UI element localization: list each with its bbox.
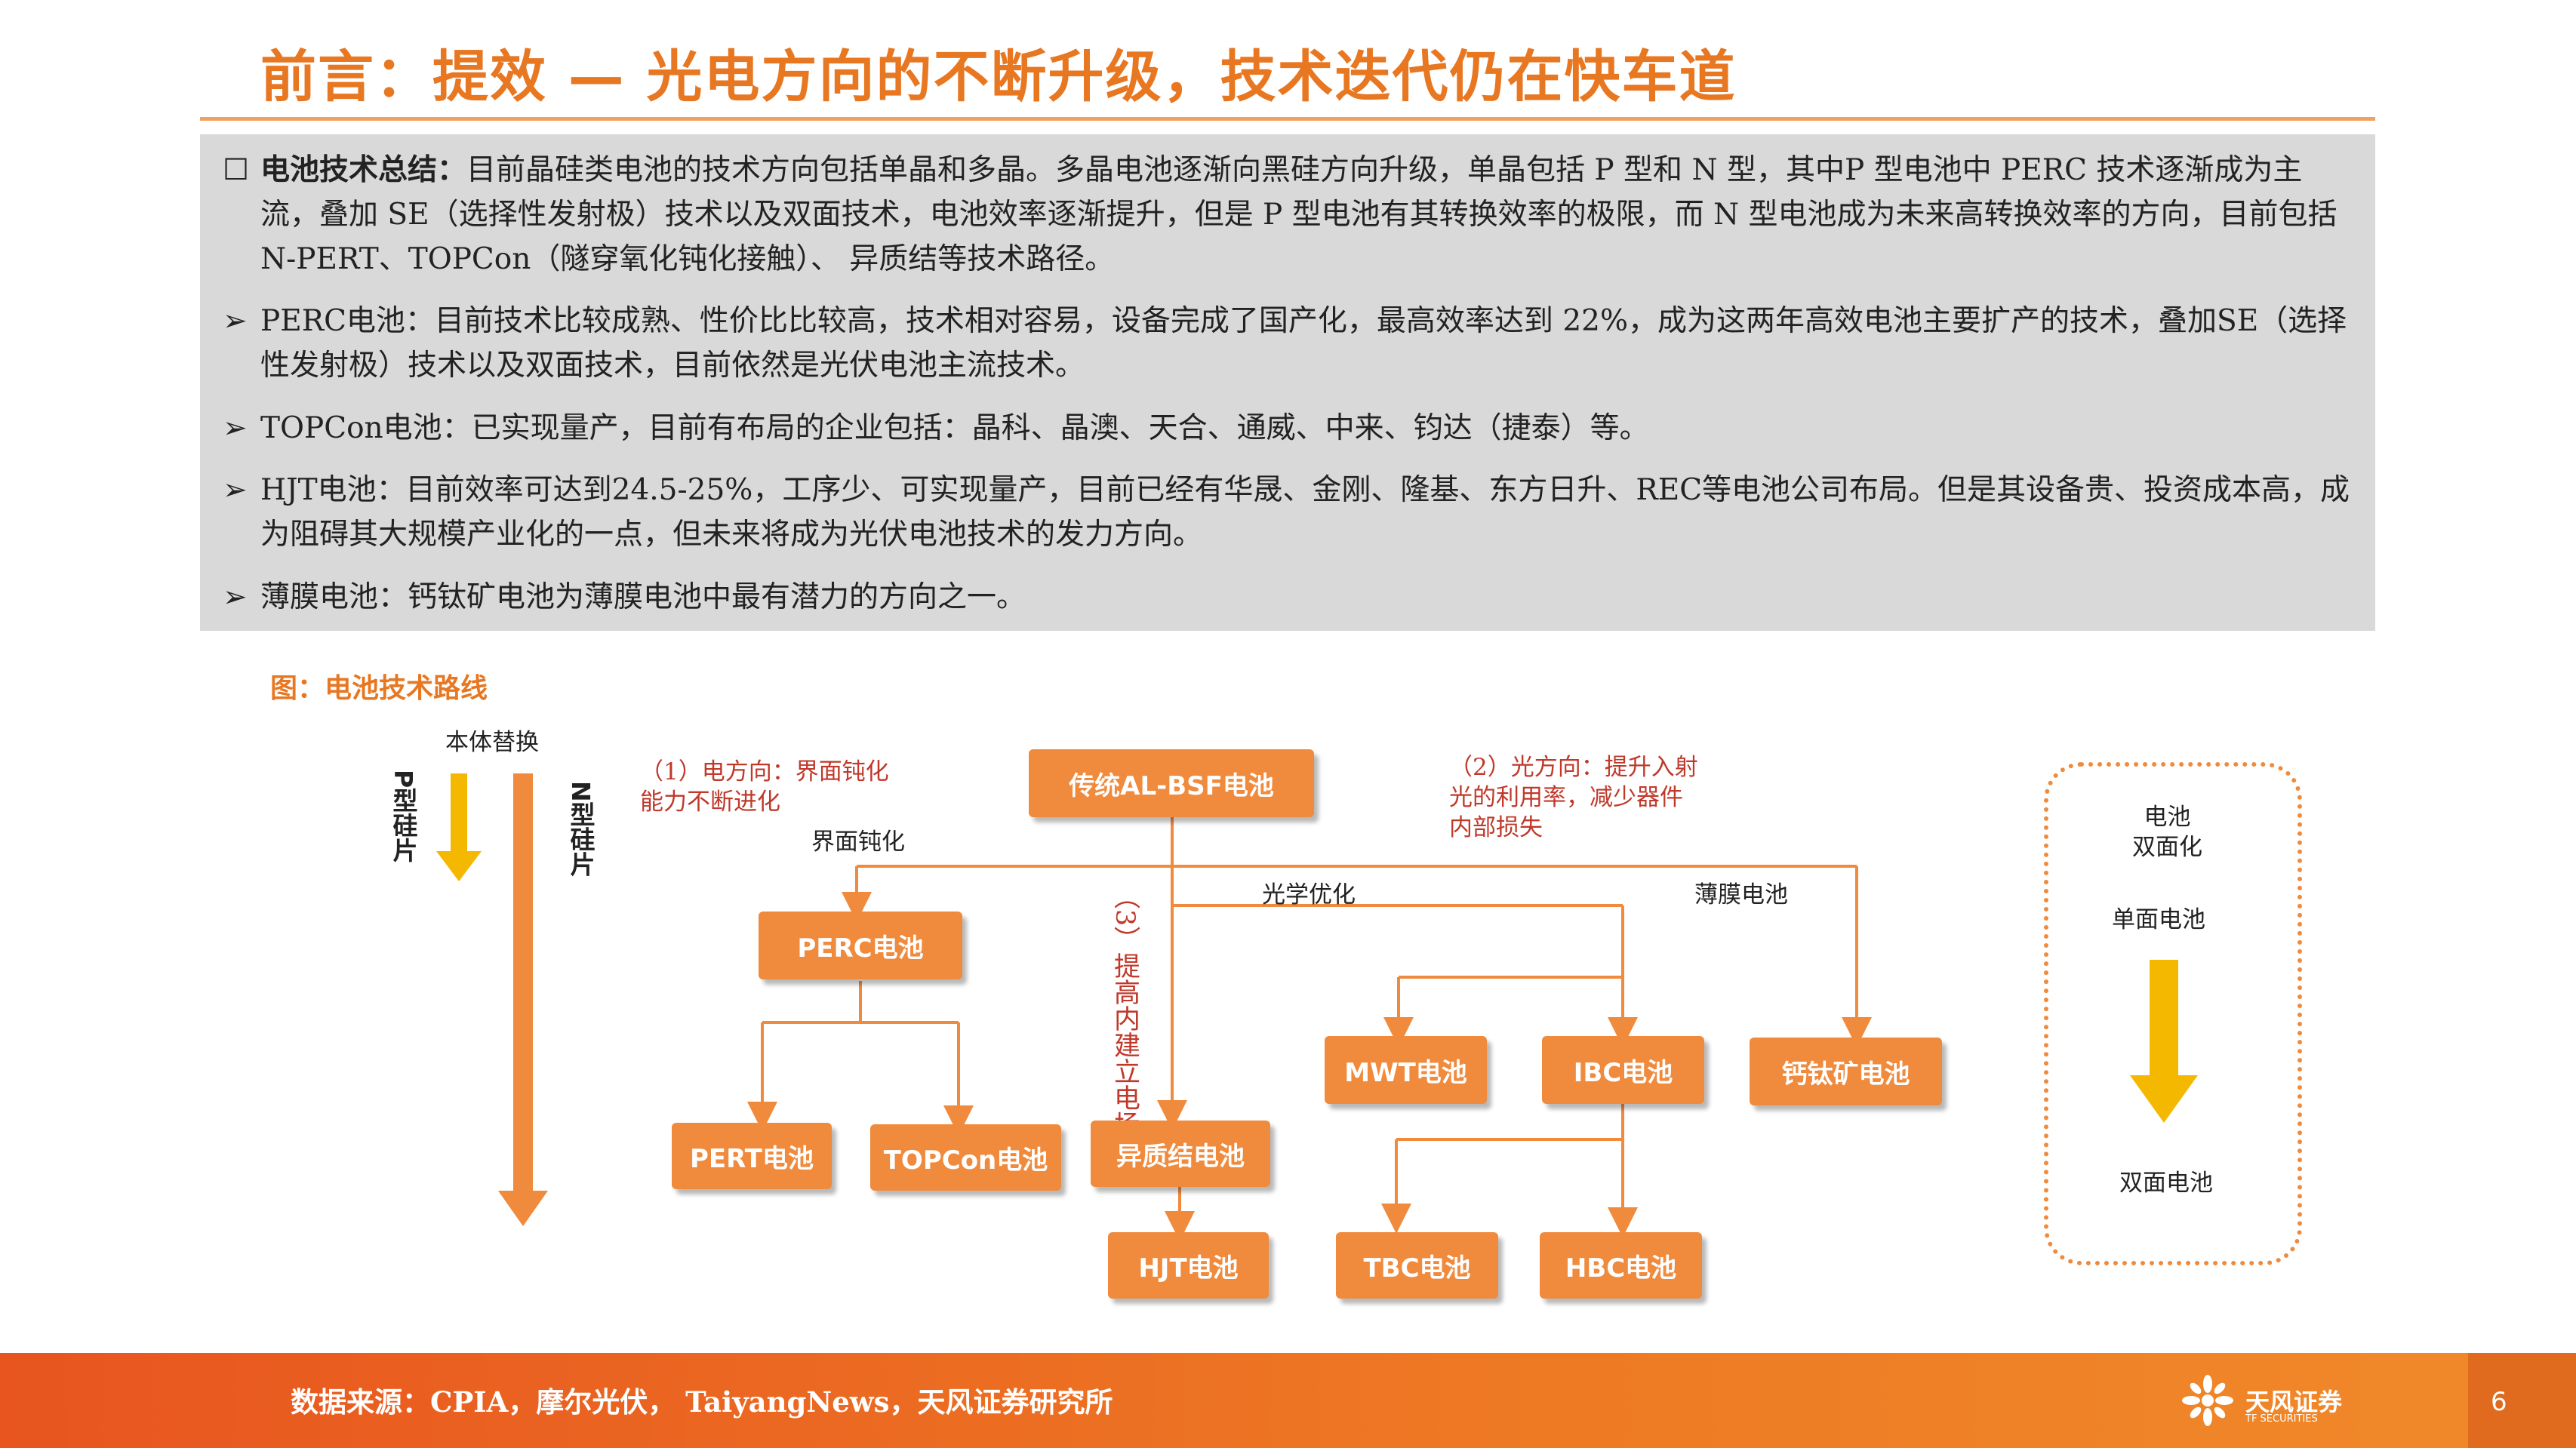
hbc-box: HBC电池	[1540, 1232, 1702, 1299]
p-type-wafer-label: P型硅片	[389, 770, 418, 863]
direction1-annotation: （1）电方向：界面钝化 能力不断进化	[640, 758, 889, 816]
checkbox-icon: ☐	[223, 153, 249, 187]
summary-intro: ☐ 电池技术总结：目前晶硅类电池的技术方向包括单晶和多晶。多晶电池逐渐向黑硅方向…	[223, 148, 2359, 281]
page-number-box	[2468, 1353, 2576, 1448]
brand-name: 天风证券	[2245, 1388, 2343, 1416]
monofacial-label: 单面电池	[2112, 906, 2205, 933]
direction3-annotation: （3）提高内建立电场	[1109, 883, 1140, 1138]
n-type-wafer-label: N型硅片	[566, 781, 596, 877]
bifacial-title: 电池 双面化	[2132, 804, 2202, 861]
bullet-thinfilm: ➢ 薄膜电池：钙钛矿电池为薄膜电池中最有潜力的方向之一。	[223, 575, 2359, 619]
summary-panel	[200, 134, 2375, 631]
optical-optimization-label: 光学优化	[1262, 881, 1356, 908]
bullet-topcon: ➢ TOPCon电池：已实现量产，目前有布局的企业包括：晶科、晶澳、天合、通威、…	[223, 406, 2359, 450]
tbc-box: TBC电池	[1336, 1232, 1498, 1299]
thin-film-label: 薄膜电池	[1694, 881, 1788, 908]
bullet-text: 薄膜电池：钙钛矿电池为薄膜电池中最有潜力的方向之一。	[260, 580, 1026, 614]
ibc-box: IBC电池	[1542, 1036, 1704, 1104]
figure-caption: 图：电池技术路线	[270, 673, 488, 704]
bifacial-label: 双面电池	[2119, 1170, 2213, 1197]
perovskite-box: 钙钛矿电池	[1750, 1038, 1942, 1105]
mwt-box: MWT电池	[1325, 1036, 1487, 1104]
pert-box: PERT电池	[672, 1123, 832, 1189]
heterojunction-box: 异质结电池	[1091, 1121, 1270, 1187]
al-bsf-box: 传统AL-BSF电池	[1029, 749, 1314, 817]
data-source: 数据来源：CPIA，摩尔光伏， TaiyangNews，天风证券研究所	[291, 1385, 1113, 1419]
footer-bar: 数据来源：CPIA，摩尔光伏， TaiyangNews，天风证券研究所 天风证券…	[0, 1353, 2576, 1448]
arrow-bullet-icon: ➢	[223, 580, 248, 614]
bifacial-panel	[2044, 762, 2302, 1265]
hjt-box: HJT电池	[1108, 1232, 1269, 1299]
page-title: 前言：提效 — 光电方向的不断升级，技术迭代仍在快车道	[260, 45, 1737, 109]
arrow-bullet-icon: ➢	[223, 411, 248, 445]
title-divider	[200, 117, 2375, 121]
summary-intro-text: 目前晶硅类电池的技术方向包括单晶和多晶。多晶电池逐渐向黑硅方向升级，单晶包括 P…	[260, 153, 2337, 276]
tf-securities-logo-icon	[2182, 1375, 2233, 1426]
summary-heading: 电池技术总结：	[260, 153, 467, 187]
page-number: 6	[2491, 1387, 2507, 1417]
perc-box: PERC电池	[759, 912, 962, 979]
body-replace-label: 本体替换	[445, 729, 539, 756]
interface-passivation-label: 界面钝化	[811, 829, 905, 856]
bullet-hjt: ➢ HJT电池：目前效率可达到24.5-25%，工序少、可实现量产，目前已经有华…	[223, 468, 2359, 557]
bullet-perc: ➢ PERC电池：目前技术比较成熟、性价比比较高，技术相对容易，设备完成了国产化…	[223, 299, 2359, 388]
direction2-annotation: （2）光方向：提升入射 光的利用率，减少器件 内部损失	[1449, 754, 1698, 841]
bullet-text: HJT电池：目前效率可达到24.5-25%，工序少、可实现量产，目前已经有华晟、…	[260, 473, 2350, 552]
bullet-text: PERC电池：目前技术比较成熟、性价比比较高，技术相对容易，设备完成了国产化，最…	[260, 304, 2347, 383]
topcon-box: TOPCon电池	[870, 1124, 1061, 1191]
arrow-bullet-icon: ➢	[223, 304, 248, 338]
arrow-bullet-icon: ➢	[223, 473, 248, 507]
brand-name-en: TF SECURITIES	[2245, 1413, 2318, 1425]
bullet-text: TOPCon电池：已实现量产，目前有布局的企业包括：晶科、晶澳、天合、通威、中来…	[260, 411, 1649, 445]
